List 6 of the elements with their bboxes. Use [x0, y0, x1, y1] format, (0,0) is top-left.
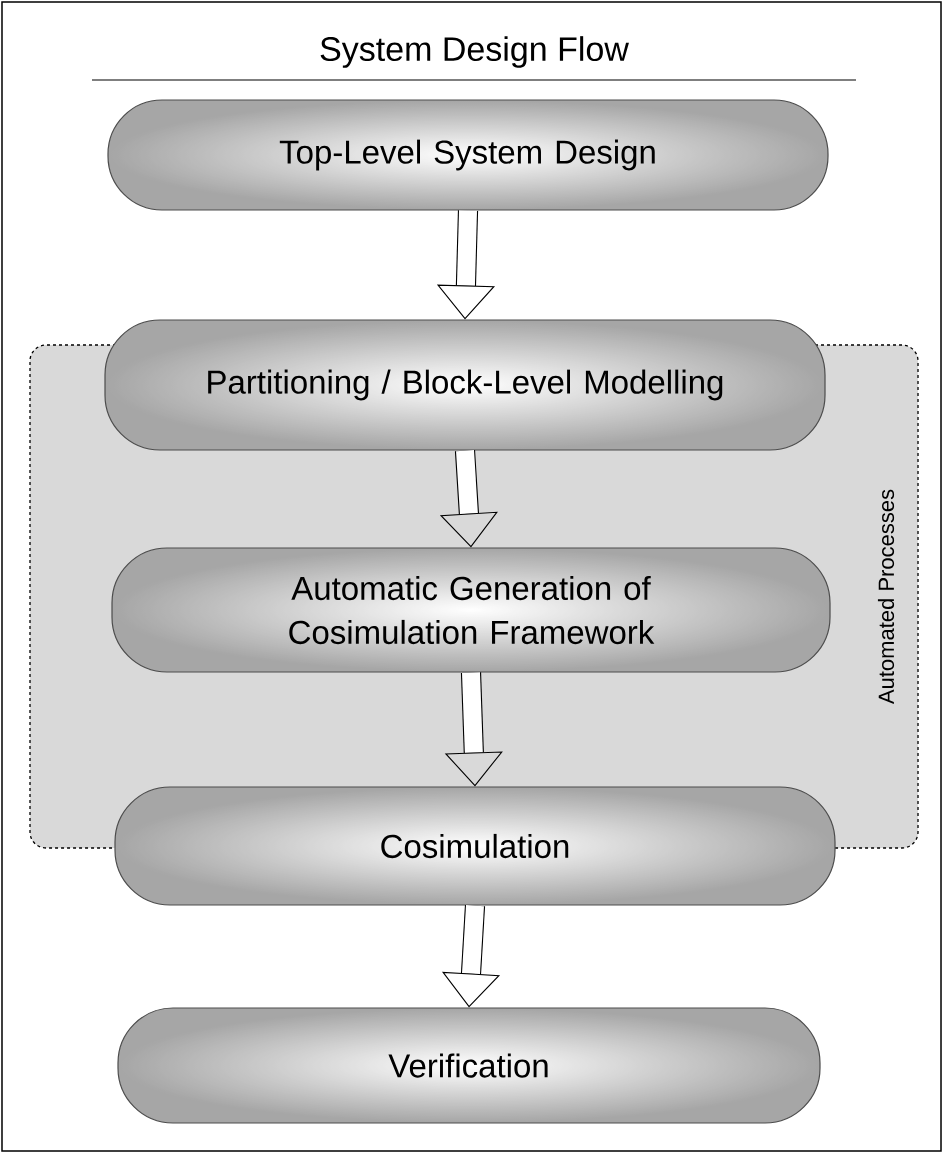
process-box: Partitioning / Block-Level Modelling: [104, 319, 826, 451]
process-box: Top-Level System Design: [107, 99, 829, 211]
process-box: Automatic Generation of Cosimulation Framework: [111, 547, 831, 673]
process-box: Cosimulation: [114, 786, 836, 906]
process-box: Verification: [117, 1007, 821, 1124]
title: System Design Flow: [320, 36, 629, 68]
